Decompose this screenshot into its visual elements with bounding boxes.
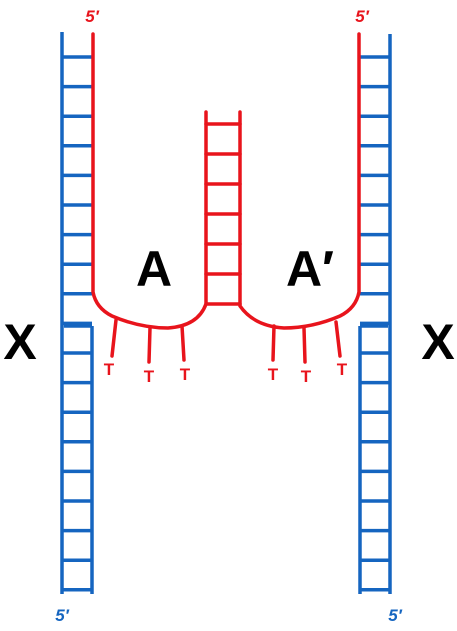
thymine-stub-4 (271, 324, 276, 362)
left-blue-rungs (62, 55, 92, 592)
thymine-stub-2 (147, 326, 152, 364)
red-strands (91, 32, 361, 364)
left-blue-duplex (60, 32, 94, 594)
thymine-label-5: T (301, 367, 312, 386)
thymine-label-1: T (104, 360, 115, 379)
thymine-label-3: T (180, 365, 191, 384)
five-prime-label-bottom-left: 5′ (55, 606, 69, 625)
thymine-stub-3 (180, 324, 186, 362)
thymine-label-4: T (268, 365, 279, 384)
arm-label-a-prime: A′ (286, 241, 334, 297)
thymine-stubs (110, 318, 342, 364)
thymine-stub-6 (334, 320, 342, 358)
five-prime-label-top-right: 5′ (355, 7, 369, 26)
five-prime-label-bottom-right: 5′ (388, 606, 402, 625)
thymine-labels: T T T T T T (104, 360, 348, 386)
thymine-stub-1 (110, 318, 118, 358)
thymine-label-6: T (337, 360, 348, 379)
right-blue-duplex (358, 34, 392, 594)
thymine-label-2: T (144, 367, 155, 386)
left-red-strand (91, 32, 208, 330)
arm-label-a: A (136, 241, 172, 297)
crossing-label-right: X (421, 314, 454, 370)
right-red-strand (238, 32, 361, 330)
right-blue-rungs (360, 55, 390, 592)
five-prime-label-top-left: 5′ (85, 7, 99, 26)
central-red-rungs (204, 122, 242, 306)
thymine-stub-5 (302, 326, 307, 364)
crossing-label-left: X (3, 314, 36, 370)
